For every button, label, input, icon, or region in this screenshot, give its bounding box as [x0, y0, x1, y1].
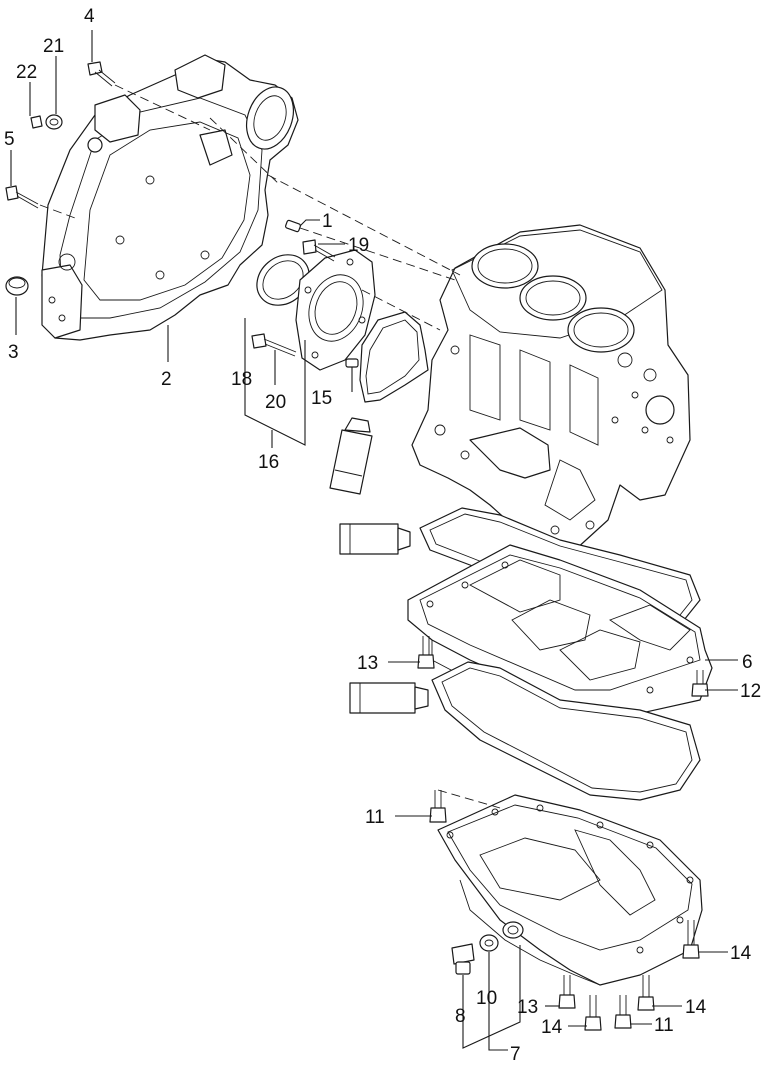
sealant-tube-lower [349, 682, 429, 714]
callout-20: 20 [265, 392, 286, 413]
callout-8: 8 [455, 1006, 466, 1027]
bolt-5 [5, 185, 39, 209]
fitting-22 [30, 115, 43, 129]
callout-10: 10 [476, 988, 497, 1009]
callout-19: 19 [348, 235, 369, 256]
bolt-4 [87, 61, 116, 87]
callout-1: 1 [322, 211, 333, 232]
cylinder-block [411, 224, 691, 551]
bolt-14-right [682, 920, 700, 959]
bolt-12 [691, 670, 709, 697]
bolt-11-lower [614, 995, 632, 1029]
sealant-tube-middle [339, 523, 411, 555]
bolt-13-lower [558, 975, 576, 1009]
callout-2: 2 [161, 369, 172, 390]
callout-18: 18 [231, 369, 252, 390]
callout-12: 12 [740, 681, 761, 702]
lower-oil-pan-gasket [431, 661, 701, 801]
callout-14-lower: 14 [541, 1017, 563, 1038]
callout-13-lower: 13 [517, 997, 538, 1018]
callout-16: 16 [258, 452, 279, 473]
bolt-19 [302, 239, 336, 262]
gasket-rear [359, 311, 429, 403]
drain-plug-8 [451, 943, 475, 975]
hose-clamp-21 [45, 114, 63, 130]
flywheel-housing [41, 54, 299, 341]
callout-14-right: 14 [730, 943, 752, 964]
bolt-13-upper [417, 636, 435, 669]
leader-lines [10, 30, 738, 1051]
callout-4: 4 [84, 6, 95, 27]
callout-5: 5 [4, 129, 15, 150]
callout-11-lower: 11 [654, 1015, 674, 1036]
sealant-tube-upper [329, 417, 373, 495]
callout-6: 6 [742, 652, 753, 673]
bolt-11-upper [429, 790, 447, 823]
alignment-lines [39, 84, 501, 809]
callout-14-mid: 14 [685, 997, 707, 1018]
oil-seal-18 [256, 254, 310, 306]
callout-21: 21 [43, 36, 64, 57]
washer-10 [479, 934, 499, 952]
dowel-pin-1 [285, 219, 301, 233]
bolt-20 [251, 333, 297, 357]
callout-13-upper: 13 [357, 653, 378, 674]
lower-oil-pan [437, 794, 703, 986]
callout-22: 22 [16, 62, 37, 83]
callout-15: 15 [311, 388, 332, 409]
bolt-14-mid [637, 975, 655, 1011]
seal-retainer-plate [295, 249, 376, 371]
callout-7: 7 [510, 1044, 521, 1065]
dowel-pin-15 [345, 358, 359, 368]
callout-11-upper: 11 [365, 807, 385, 828]
plug-3 [5, 276, 29, 296]
callout-labels: 4 21 22 5 3 2 1 19 18 20 15 16 13 6 12 1… [4, 6, 761, 1065]
bolt-14-lower [584, 995, 602, 1031]
callout-3: 3 [8, 342, 19, 363]
